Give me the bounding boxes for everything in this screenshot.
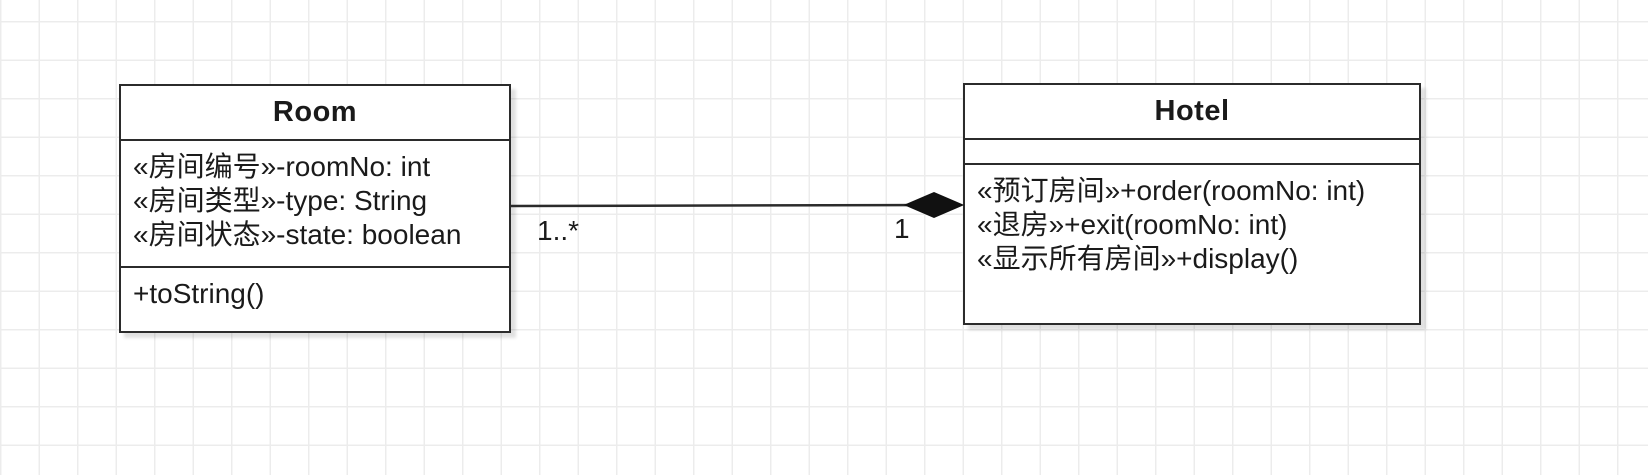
class-method: «预订房间»+order(roomNo: int) [977, 175, 1366, 206]
hotel-attributes-compartment-empty [965, 140, 1419, 165]
multiplicity-label-target[interactable]: 1 [894, 213, 910, 244]
class-attribute: «房间状态»-state: boolean [133, 219, 462, 250]
class-title-hotel: Hotel [965, 85, 1419, 140]
room-attributes-compartment: «房间编号»-roomNo: int «房间类型»-type: String «… [121, 141, 509, 268]
class-method: «退房»+exit(roomNo: int) [977, 209, 1288, 240]
edge-line[interactable] [510, 203, 936, 208]
composition-diamond-icon [903, 191, 965, 219]
class-title-room: Room [121, 86, 509, 141]
room-methods-compartment: +toString() [121, 268, 509, 331]
class-attribute: «房间编号»-roomNo: int [133, 151, 431, 182]
class-box-room[interactable]: Room «房间编号»-roomNo: int «房间类型»-type: Str… [119, 84, 511, 333]
multiplicity-label-source[interactable]: 1..* [537, 215, 580, 246]
class-method: +toString() [133, 278, 265, 309]
class-attribute: «房间类型»-type: String [133, 185, 428, 216]
class-method: «显示所有房间»+display() [977, 243, 1299, 274]
class-box-hotel[interactable]: Hotel «预订房间»+order(roomNo: int) «退房»+exi… [963, 83, 1421, 325]
hotel-methods-compartment: «预订房间»+order(roomNo: int) «退房»+exit(room… [965, 165, 1419, 323]
